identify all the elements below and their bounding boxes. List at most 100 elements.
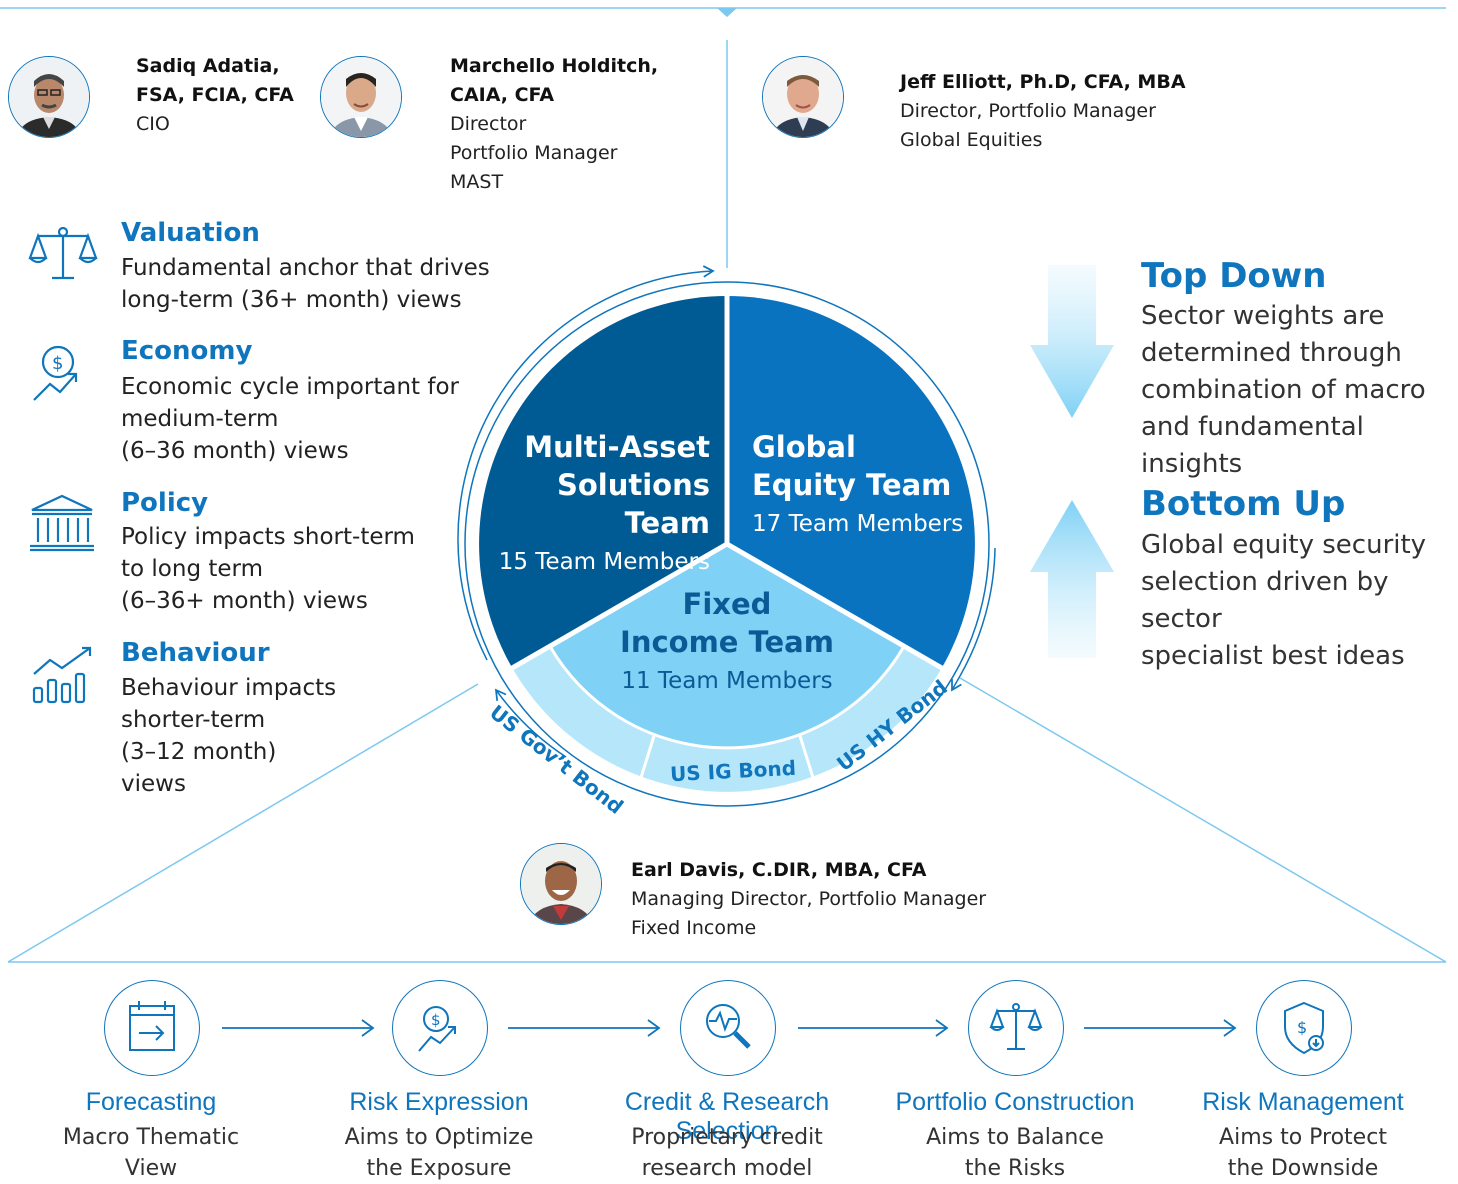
pillar-desc-economy: Economic cycle important for medium-term… bbox=[121, 371, 459, 467]
mast-team-title-2: Solutions Team bbox=[556, 468, 710, 540]
pillar-desc-line: (6–36+ month) views bbox=[121, 588, 368, 614]
process-step-line: the Risks bbox=[964, 1156, 1066, 1181]
process-step-line: View bbox=[124, 1156, 178, 1181]
person-role-line: Fixed Income bbox=[631, 917, 757, 939]
fixed-team-members: 11 Team Members bbox=[621, 668, 833, 694]
equity-sector bbox=[727, 296, 975, 668]
pillar-desc-line: Fundamental anchor that drives bbox=[121, 255, 490, 281]
process-step-title: Credit & Research Selection bbox=[624, 1088, 830, 1145]
top-rule bbox=[0, 7, 1446, 17]
person-role-line: Global Equities bbox=[900, 129, 1043, 151]
pillar-desc-behaviour: Behaviour impacts shorter-term (3–12 mon… bbox=[121, 672, 336, 800]
avatar-earl bbox=[520, 843, 602, 925]
investment-process: Forecasting Macro Thematic View $ Risk E… bbox=[0, 980, 1458, 1182]
bottom-up-line: specialist best ideas bbox=[1141, 641, 1405, 671]
pillar-desc-policy: Policy impacts short-term to long term (… bbox=[121, 521, 415, 617]
person-role-line: MAST bbox=[450, 171, 504, 193]
pillar-title-policy: Policy bbox=[121, 488, 209, 518]
person-role-line: Director, Portfolio Manager bbox=[900, 100, 1156, 122]
pillar-title-behaviour: Behaviour bbox=[121, 638, 270, 668]
person-name-line: CAIA, CFA bbox=[450, 84, 555, 106]
process-step-title: Risk Expression bbox=[349, 1088, 529, 1116]
process-arrows bbox=[222, 1019, 1237, 1037]
svg-text:$: $ bbox=[52, 353, 63, 374]
bottom-up-title: Bottom Up bbox=[1141, 484, 1346, 524]
equity-team-title-2: Equity Team bbox=[752, 468, 952, 502]
mast-sector bbox=[479, 296, 727, 668]
team-wheel bbox=[457, 265, 996, 807]
scales-icon bbox=[968, 980, 1064, 1076]
top-down-arrow bbox=[1030, 265, 1114, 418]
government-building-icon bbox=[30, 494, 94, 552]
avatar-sadiq bbox=[8, 56, 90, 138]
process-step-line: Aims to Optimize bbox=[344, 1125, 534, 1150]
person-earl: Earl Davis, C.DIR, MBA, CFA Managing Dir… bbox=[631, 856, 986, 943]
process-step-desc: Aims to Optimize the Exposure bbox=[294, 1122, 584, 1184]
svg-text:$: $ bbox=[1297, 1018, 1307, 1037]
equity-team-title-1: Global bbox=[752, 430, 856, 464]
process-step-line: Aims to Balance bbox=[926, 1125, 1104, 1150]
fixed-team-title-2: Income Team bbox=[620, 625, 834, 659]
bottom-up-desc: Global equity security selection driven … bbox=[1141, 527, 1458, 675]
bottom-up-line: Global equity security bbox=[1141, 530, 1427, 560]
fixed-team-title-1: Fixed bbox=[682, 587, 772, 621]
process-step-title: Risk Management bbox=[1202, 1088, 1404, 1116]
person-role-line: Portfolio Manager bbox=[450, 142, 618, 164]
person-name-line: Marchello Holditch, bbox=[450, 55, 659, 77]
process-step-line: Aims to Protect bbox=[1219, 1125, 1387, 1150]
person-sadiq: Sadiq Adatia, FSA, FCIA, CFA CIO bbox=[136, 52, 294, 139]
fan-line-left bbox=[7, 683, 479, 963]
shield-dollar-icon: $ bbox=[1256, 980, 1352, 1076]
process-step-title: Portfolio Construction bbox=[895, 1088, 1135, 1116]
person-name-line: Jeff Elliott, Ph.D, CFA, MBA bbox=[900, 71, 1186, 93]
mast-team-title-1: Multi-Asset bbox=[524, 430, 710, 464]
top-down-desc: Sector weights are determined through co… bbox=[1141, 298, 1458, 483]
bottom-up-line: selection driven by sector bbox=[1141, 567, 1389, 634]
pillar-desc-line: Economic cycle important for bbox=[121, 374, 459, 400]
pillar-desc-line: (6–36 month) views bbox=[121, 438, 349, 464]
person-name-line: Earl Davis, C.DIR, MBA, CFA bbox=[631, 859, 927, 881]
pillar-desc-line: (3–12 month) bbox=[121, 739, 277, 765]
person-name-line: Sadiq Adatia, bbox=[136, 55, 280, 77]
pillar-title-valuation: Valuation bbox=[121, 218, 260, 248]
process-step-line: Proprietary credit bbox=[631, 1125, 823, 1150]
process-step-line: the Downside bbox=[1227, 1156, 1379, 1181]
pillar-desc-line: medium-term bbox=[121, 406, 279, 432]
fixed-income-sector bbox=[549, 544, 905, 748]
process-step-desc: Aims to Protect the Downside bbox=[1158, 1122, 1448, 1184]
process-step-desc: Aims to Balance the Risks bbox=[870, 1122, 1160, 1184]
equity-team-members: 17 Team Members bbox=[752, 511, 964, 537]
top-down-title: Top Down bbox=[1141, 256, 1327, 296]
process-step-desc: Macro Thematic View bbox=[6, 1122, 296, 1184]
calendar-arrow-icon bbox=[104, 980, 200, 1076]
person-role-line: Managing Director, Portfolio Manager bbox=[631, 888, 987, 910]
top-down-line: and fundamental insights bbox=[1141, 412, 1364, 479]
process-step-title: Forecasting bbox=[85, 1088, 217, 1116]
magnifier-pulse-icon bbox=[680, 980, 776, 1076]
pillar-desc-valuation: Fundamental anchor that drives long-term… bbox=[121, 252, 490, 316]
pillar-desc-line: Behaviour impacts bbox=[121, 675, 337, 701]
process-step-line: research model bbox=[641, 1156, 813, 1181]
dollar-growth-icon: $ bbox=[33, 345, 78, 401]
pillar-desc-line: views bbox=[121, 771, 186, 797]
person-role-line: CIO bbox=[136, 113, 170, 135]
process-step-desc: Proprietary credit research model bbox=[582, 1122, 872, 1184]
pillar-desc-line: shorter-term bbox=[121, 707, 266, 733]
top-down-line: Sector weights are bbox=[1141, 301, 1385, 331]
pillar-desc-line: long-term (36+ month) views bbox=[121, 287, 462, 313]
equity-team-label: Global Equity Team 17 Team Members bbox=[752, 428, 982, 544]
person-role-line: Director bbox=[450, 113, 527, 135]
person-marchello: Marchello Holditch, CAIA, CFA Director P… bbox=[450, 52, 658, 197]
dollar-growth-icon: $ bbox=[392, 980, 488, 1076]
scales-icon bbox=[28, 226, 98, 280]
bar-growth-icon bbox=[32, 646, 92, 704]
person-name-line: FSA, FCIA, CFA bbox=[136, 84, 294, 106]
top-down-line: determined through bbox=[1141, 338, 1402, 368]
person-jeff: Jeff Elliott, Ph.D, CFA, MBA Director, P… bbox=[900, 68, 1186, 155]
mast-team-label: Multi-Asset Solutions Team 15 Team Membe… bbox=[480, 428, 710, 582]
avatar-marchello bbox=[320, 56, 402, 138]
bottom-up-arrow bbox=[1030, 500, 1114, 658]
pillar-desc-line: to long term bbox=[121, 556, 263, 582]
mast-team-members: 15 Team Members bbox=[498, 549, 710, 575]
